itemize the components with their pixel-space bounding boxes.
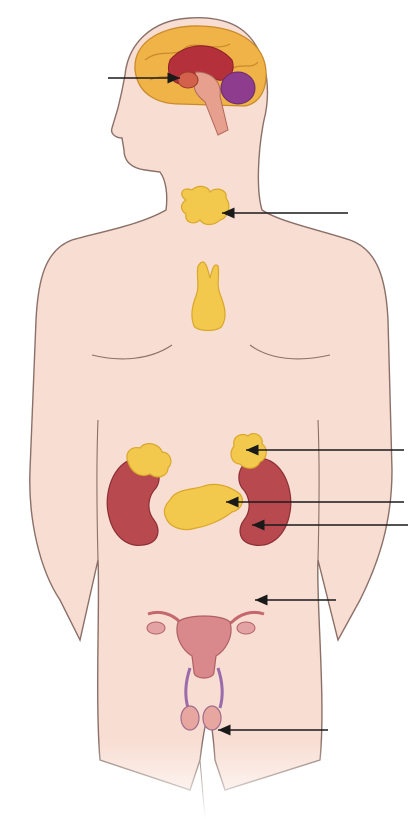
body-silhouette bbox=[30, 18, 392, 819]
testis-left bbox=[181, 706, 199, 730]
cerebellum bbox=[221, 72, 255, 104]
bottom-fade bbox=[0, 740, 411, 819]
ovary-right bbox=[237, 622, 255, 634]
testis-right bbox=[203, 706, 221, 730]
thyroid-shape bbox=[182, 186, 229, 224]
ovary-left bbox=[147, 622, 165, 634]
thyroid-gland bbox=[182, 186, 229, 224]
pituitary-gland bbox=[178, 72, 198, 88]
